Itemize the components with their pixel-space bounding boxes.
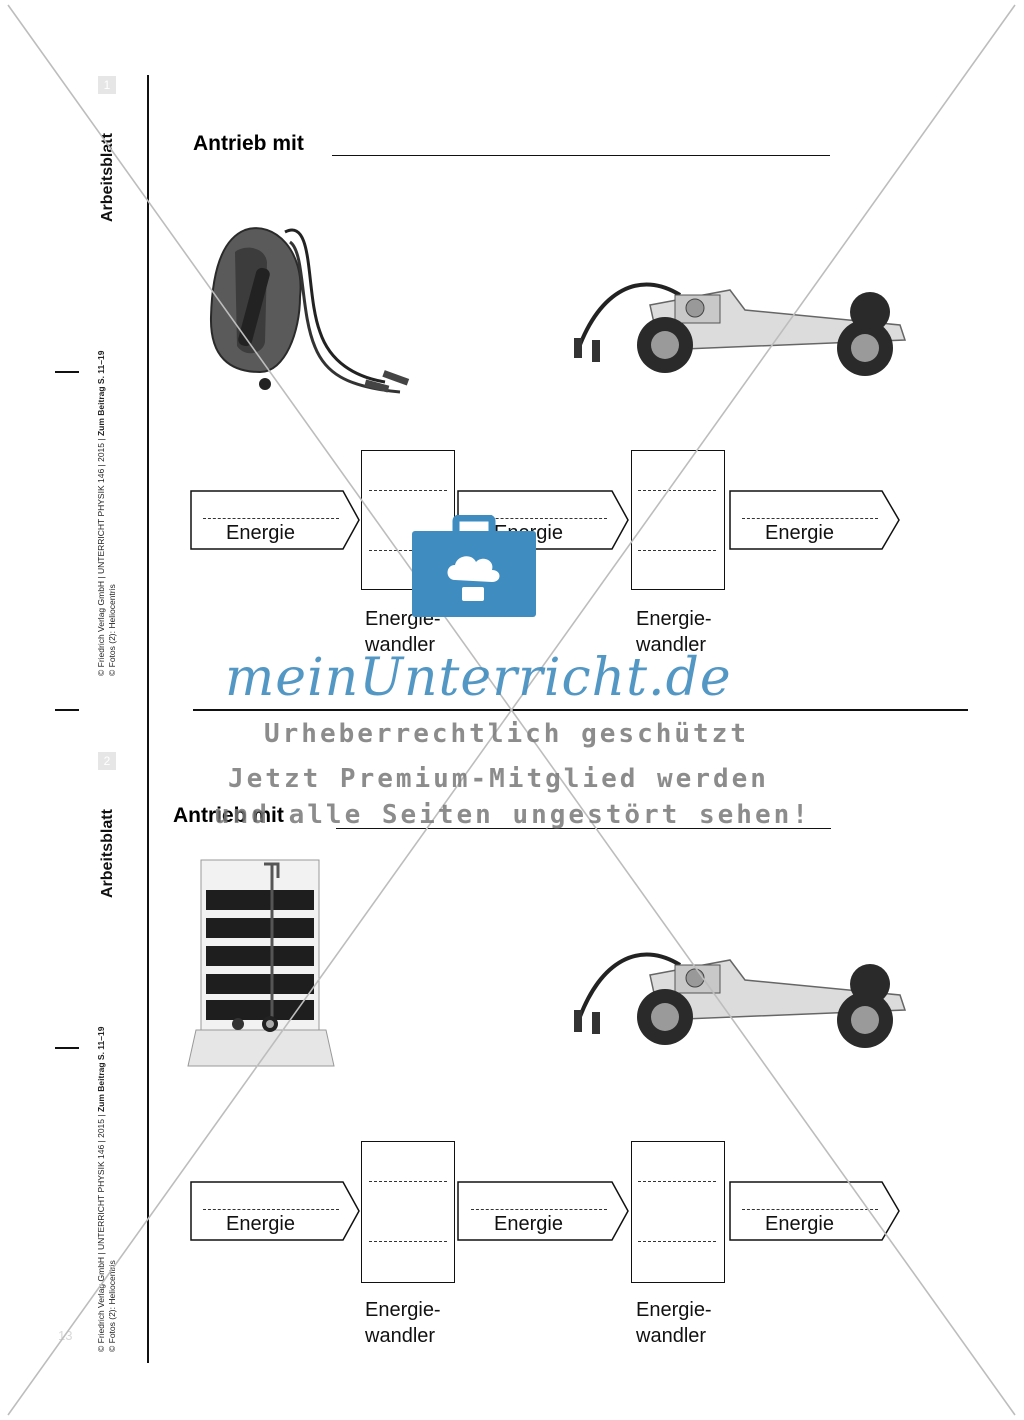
answer-dash-line <box>638 490 716 491</box>
converter-box <box>631 450 725 590</box>
energy-label: Energie <box>494 1213 563 1235</box>
converter-label: Energie- wandler <box>365 1299 441 1347</box>
energy-label: Energie <box>226 1213 295 1235</box>
section-number-box: 1 <box>98 76 116 94</box>
answer-dash-line <box>742 1209 878 1210</box>
margin-rule <box>147 75 149 1363</box>
briefcase-cloud-icon <box>412 515 536 617</box>
answer-dash-line <box>369 1181 447 1182</box>
section-divider <box>193 709 968 711</box>
solar-panel-image <box>187 859 335 1067</box>
sheet-label: Arbeitsblatt <box>99 809 116 898</box>
copyright-credit: © Friedrich Verlag GmbH | UNTERRICHT PHY… <box>96 1026 117 1352</box>
copyright-credit: © Friedrich Verlag GmbH | UNTERRICHT PHY… <box>96 350 117 676</box>
energy-arrow <box>457 1181 629 1241</box>
energy-arrow <box>729 490 900 550</box>
answer-dash-line <box>638 550 716 551</box>
answer-dash-line <box>203 518 339 519</box>
energy-label: Energie <box>765 1213 834 1235</box>
answer-dash-line <box>369 490 447 491</box>
hand-crank-generator-image <box>209 227 410 394</box>
model-car-image <box>574 952 907 1048</box>
watermark-brand: meinUnterricht.de <box>225 648 732 708</box>
fold-mark <box>55 709 79 711</box>
watermark-line: und alle Seiten ungestört sehen! <box>214 800 811 830</box>
fold-mark <box>55 371 79 373</box>
energy-label: Energie <box>765 522 834 544</box>
energy-label: Energie <box>226 522 295 544</box>
answer-dash-line <box>638 1181 716 1182</box>
model-car-image <box>574 282 907 376</box>
answer-dash-line <box>471 1209 607 1210</box>
section-number-box: 2 <box>98 752 116 770</box>
energy-arrow <box>190 1181 360 1241</box>
converter-box <box>631 1141 725 1283</box>
answer-dash-line <box>638 1241 716 1242</box>
answer-line <box>332 155 830 156</box>
sheet-label: Arbeitsblatt <box>99 133 116 222</box>
watermark-line: Jetzt Premium-Mitglied werden <box>228 764 769 794</box>
section-heading: Antrieb mit <box>193 132 304 155</box>
converter-box <box>361 1141 455 1283</box>
answer-dash-line <box>203 1209 339 1210</box>
answer-dash-line <box>742 518 878 519</box>
answer-dash-line <box>369 1241 447 1242</box>
watermark-line: Urheberrechtlich geschützt <box>264 719 749 749</box>
fold-mark <box>55 1047 79 1049</box>
page-number: 13 <box>58 1328 73 1343</box>
converter-label: Energie- wandler <box>636 1299 712 1347</box>
energy-arrow <box>729 1181 900 1241</box>
energy-arrow <box>190 490 360 550</box>
